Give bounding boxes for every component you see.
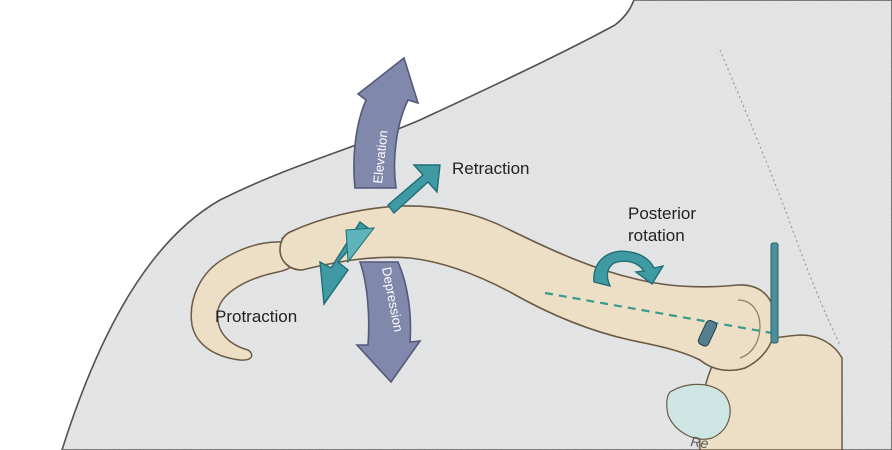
neck-contour-line <box>719 49 841 346</box>
clavicle-axis-line <box>544 291 773 335</box>
protraction-label: Protraction <box>215 307 298 326</box>
first-rib-cartilage <box>666 383 731 440</box>
clavicle-bone <box>279 205 777 372</box>
corner-fragment-label: Re <box>690 433 710 450</box>
acromion-bone <box>190 241 300 361</box>
vertical-rod <box>770 242 779 344</box>
elevation-arrow-icon: Elevation <box>353 56 420 189</box>
elevation-label: Elevation <box>370 130 391 185</box>
clavicle-sternal-end <box>737 299 761 359</box>
retraction-label: Retraction <box>452 159 530 178</box>
depression-arrow-icon: Depression <box>355 261 422 384</box>
posterior-rotation-arrow-icon <box>593 250 665 288</box>
posterior-rotation-label-line1: Posterior <box>628 204 697 223</box>
retraction-arrow-icon <box>387 164 441 215</box>
posterior-rotation-label-line2: rotation <box>628 226 685 245</box>
protraction-arrow-icon <box>319 220 376 306</box>
small-peg <box>697 319 718 347</box>
